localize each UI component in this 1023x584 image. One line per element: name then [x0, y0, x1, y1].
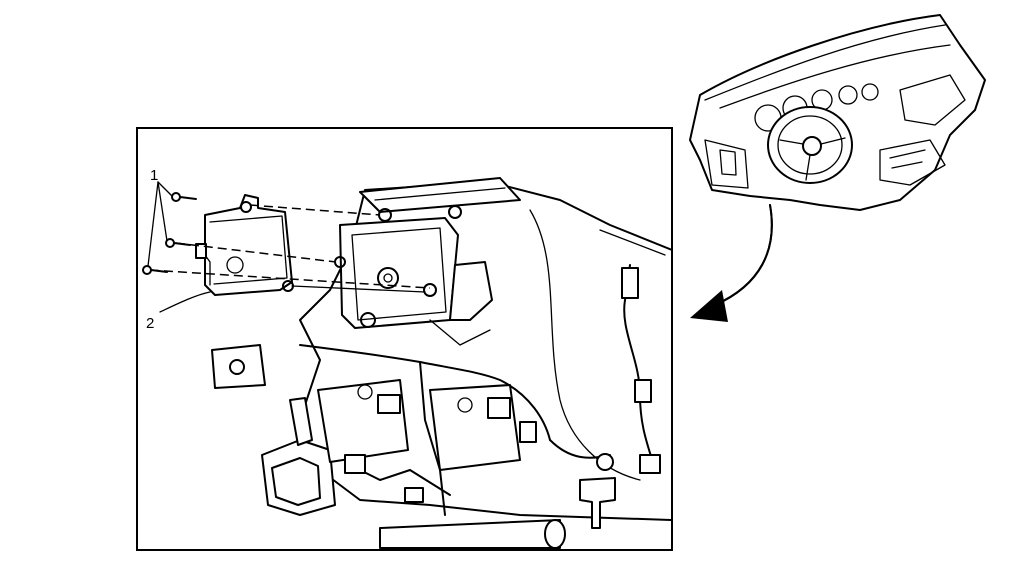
callout-2: 2	[146, 315, 154, 332]
exploded-actuator	[195, 194, 294, 296]
callout-1: 1	[150, 167, 158, 184]
screw-icon	[165, 238, 191, 248]
installed-actuator	[334, 205, 493, 346]
hvac-module-detail: 1 2	[142, 167, 671, 549]
lower-actuator-right	[429, 384, 521, 471]
curved-arrow-icon	[690, 204, 773, 322]
screw-icon	[142, 265, 168, 275]
lower-actuator-left	[317, 379, 409, 463]
dashboard-overview-icon	[689, 14, 986, 211]
screw-icon	[171, 192, 197, 202]
